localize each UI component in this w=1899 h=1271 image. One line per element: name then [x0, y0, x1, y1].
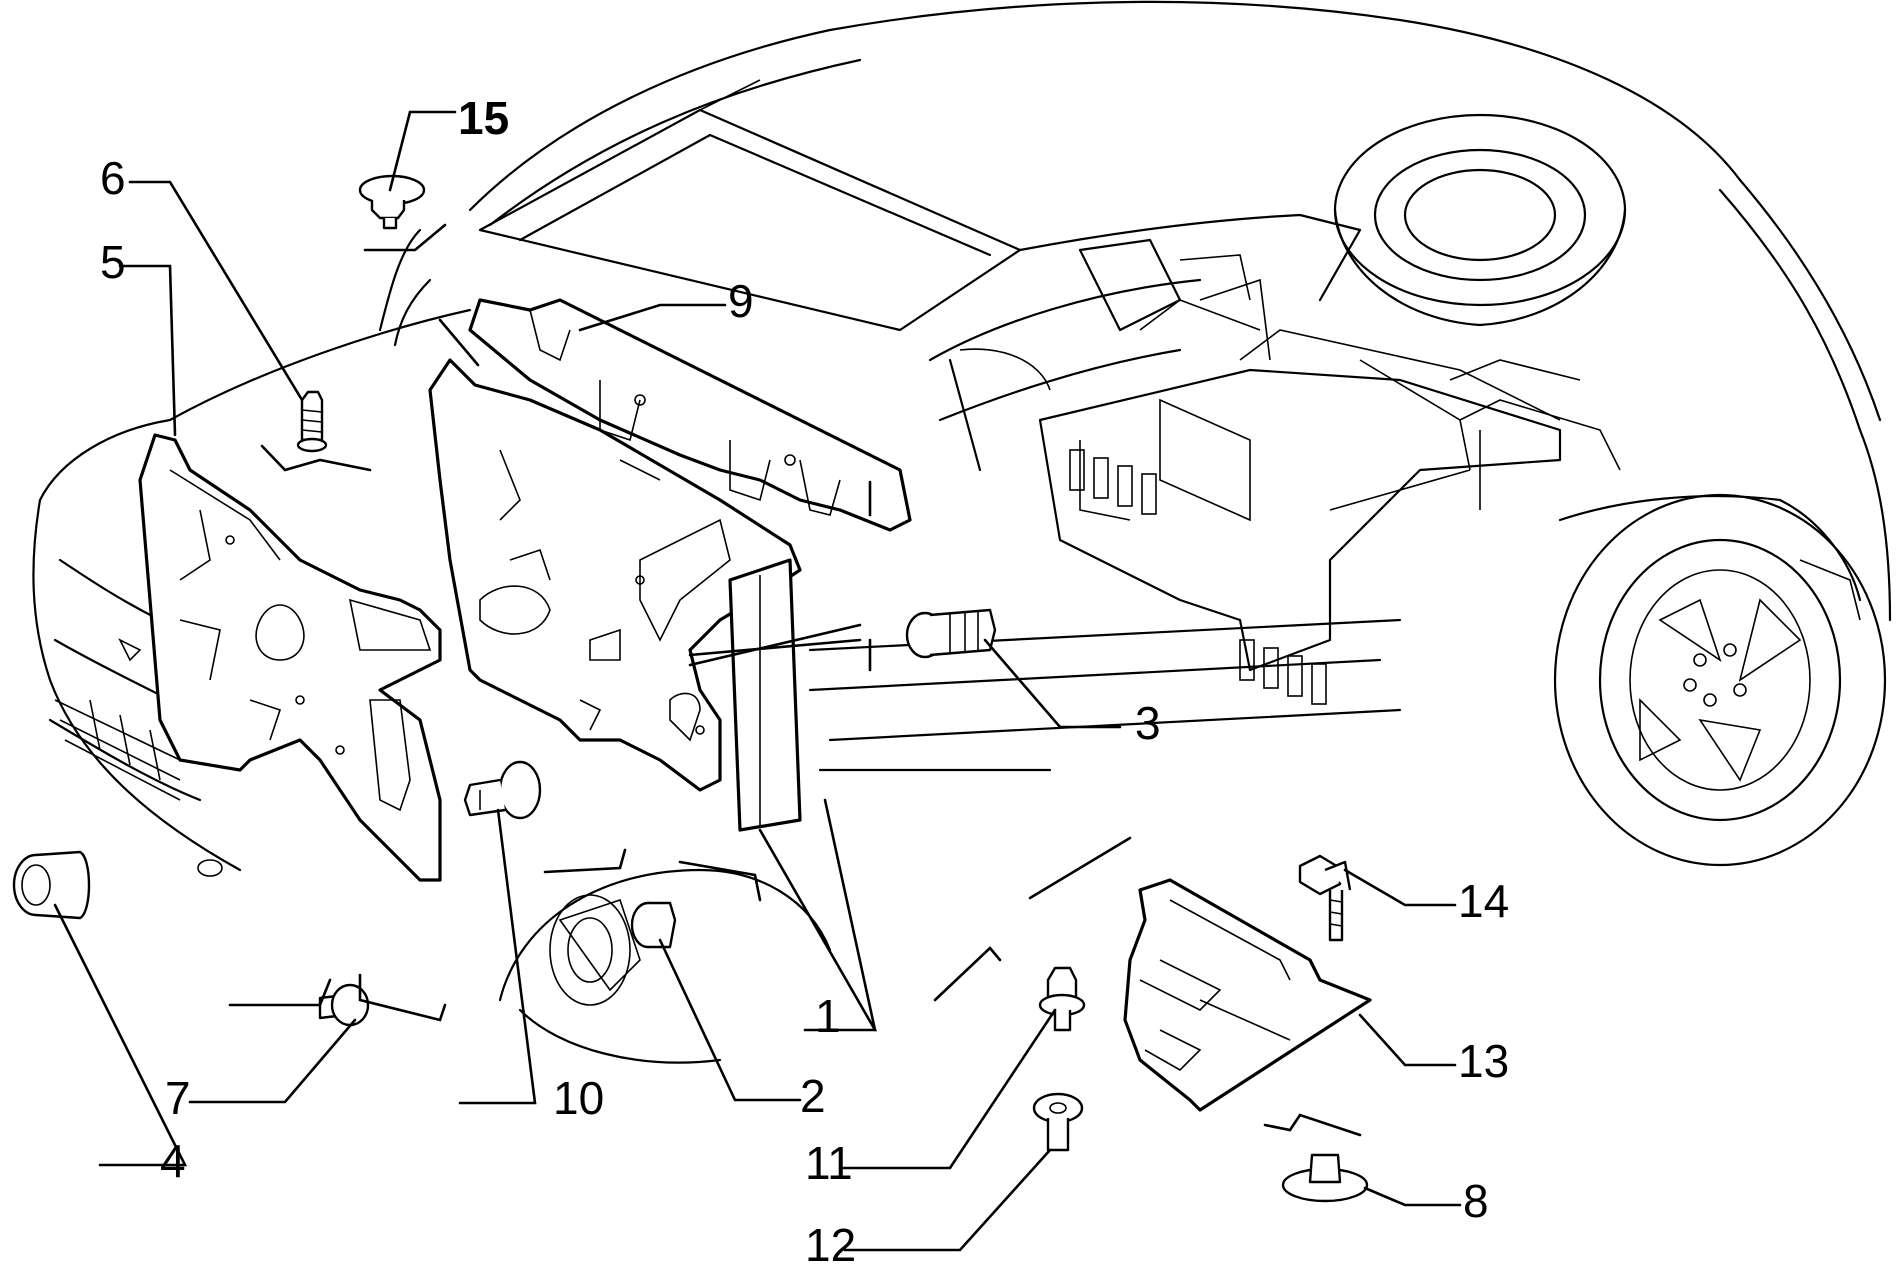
part-11-screw [1038, 966, 1086, 1032]
leader-lines [53, 110, 1462, 1252]
callout-8: 8 [1463, 1175, 1489, 1227]
rear-wheel [1553, 493, 1887, 867]
spare-tire [1333, 113, 1627, 327]
break-marks [228, 223, 1362, 1137]
callout-6: 6 [100, 152, 126, 204]
part-10-clip [463, 760, 542, 820]
part-4-cap [12, 850, 91, 920]
callout-7: 7 [165, 1072, 191, 1124]
callout-14: 14 [1458, 875, 1510, 927]
part-13-undertray [1123, 878, 1372, 1112]
part-6-screw [296, 390, 328, 453]
part-3-grommet [905, 608, 997, 659]
part-8-nut [1281, 1153, 1369, 1203]
callout-12: 12 [805, 1219, 857, 1271]
part-2-clip [630, 901, 677, 949]
part-9-crossmember [468, 298, 912, 532]
callout-2: 2 [800, 1070, 826, 1122]
floor-pan [959, 278, 1621, 705]
part-1-bulkhead-panel [428, 358, 802, 832]
part-15-push-clip [358, 174, 426, 230]
callout-11: 11 [805, 1137, 853, 1189]
callout-3: 3 [1135, 697, 1161, 749]
callout-5: 5 [100, 236, 126, 288]
callout-13: 13 [1458, 1035, 1510, 1087]
car-body-outline [32, 0, 1892, 1064]
callout-9: 9 [728, 275, 754, 327]
callout-4: 4 [160, 1135, 186, 1187]
callout-1: 1 [815, 990, 841, 1042]
callout-10: 10 [553, 1072, 605, 1124]
part-14-bracket-bolt [1298, 854, 1352, 942]
part-5-firewall-insulation [138, 433, 442, 882]
callout-15: 15 [458, 92, 510, 144]
part-12-bolt [1032, 1092, 1084, 1152]
